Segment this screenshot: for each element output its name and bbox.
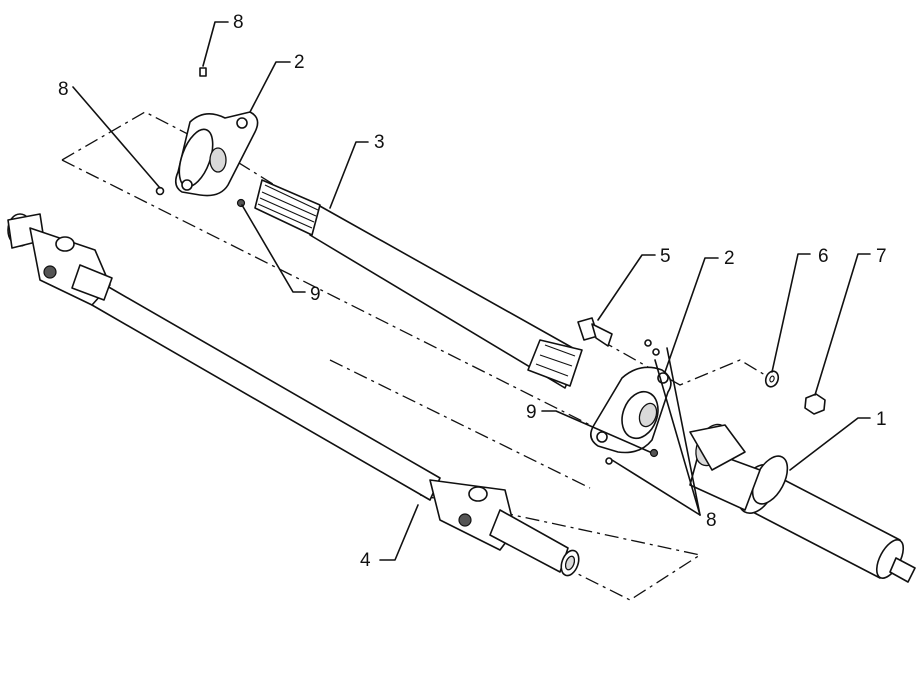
callout-5: 5 [660, 246, 671, 267]
callout-9-right: 9 [526, 402, 537, 423]
callout-2-right: 2 [724, 248, 735, 269]
assembly-centerlines [61, 111, 771, 601]
callout-7: 7 [876, 246, 887, 267]
callout-2-upper: 2 [294, 52, 305, 73]
callout-8-right: 8 [706, 510, 717, 531]
part-1-shaft-assembly [689, 423, 916, 583]
callout-9-left: 9 [310, 284, 321, 305]
part-8-fittings [155, 67, 660, 465]
callout-1: 1 [876, 409, 887, 430]
part-3-splined-shaft [254, 179, 583, 389]
part-4-intermediate-shaft [7, 213, 580, 577]
part-6-washer [764, 370, 780, 388]
part-9-set-screws [236, 198, 659, 458]
callout-6: 6 [818, 246, 829, 267]
callout-4: 4 [360, 550, 371, 571]
callout-3: 3 [374, 132, 385, 153]
part-7-nut [804, 393, 826, 415]
part-5-bolt [577, 317, 613, 347]
callout-labels: 1 2 2 3 4 5 6 7 8 8 8 9 9 [58, 12, 887, 571]
leader-lines [72, 21, 871, 561]
callout-8-left: 8 [58, 79, 69, 100]
callout-8-top: 8 [233, 12, 244, 33]
part-2-flange-bearing-right [590, 366, 672, 454]
part-2-flange-bearing-upper [174, 111, 259, 197]
